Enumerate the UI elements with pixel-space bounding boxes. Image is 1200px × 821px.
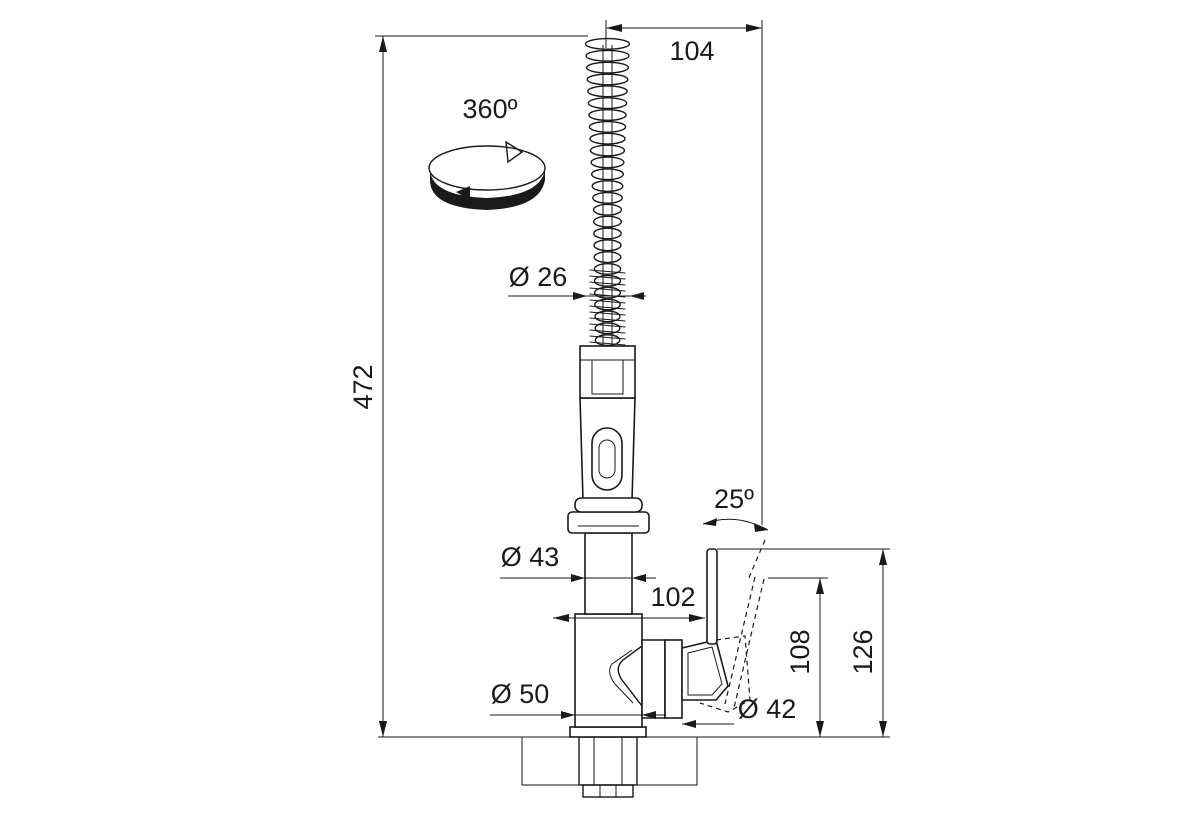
dim-lever-angle: 25º bbox=[702, 484, 769, 532]
dim-spring-diameter: Ø 26 bbox=[508, 262, 646, 300]
spring-dense-coil bbox=[589, 341, 626, 346]
mixer-body bbox=[574, 613, 729, 728]
dim-total-height: 472 bbox=[348, 35, 588, 737]
lever-tilted-outline bbox=[699, 539, 766, 713]
spring-loop bbox=[589, 144, 626, 157]
spring-dense-coil bbox=[589, 329, 626, 334]
spring-dense-coil bbox=[589, 275, 626, 280]
dim-hub-diameter-label: Ø 42 bbox=[738, 694, 797, 724]
spring-loop bbox=[594, 322, 621, 335]
spring-dense-coil bbox=[589, 323, 626, 328]
dim-spout-reach-label: 104 bbox=[669, 36, 714, 66]
spring-loop bbox=[593, 239, 622, 252]
spring-loop bbox=[584, 37, 631, 50]
spring-loop bbox=[592, 191, 623, 204]
spring-loop bbox=[592, 203, 623, 216]
spring-loop bbox=[590, 168, 625, 181]
spring-loop bbox=[593, 286, 622, 299]
rotation-icon: 360º bbox=[428, 94, 546, 210]
countertop-section bbox=[378, 736, 822, 786]
spring-loop bbox=[586, 73, 629, 86]
spring-loop bbox=[593, 215, 623, 228]
spring-loop bbox=[593, 227, 622, 240]
spring-loop bbox=[594, 298, 621, 311]
dim-column-diameter: Ø 43 bbox=[500, 542, 656, 582]
dim-lever-height-108: 108 bbox=[768, 577, 828, 737]
dim-base-diameter-label: Ø 50 bbox=[491, 679, 550, 709]
spring-loop bbox=[588, 108, 627, 122]
base-collar bbox=[569, 726, 647, 738]
spring-loop bbox=[591, 180, 624, 193]
dim-lever-angle-label: 25º bbox=[714, 484, 754, 514]
column bbox=[567, 511, 650, 615]
spring-dense-coil bbox=[589, 311, 626, 316]
dim-lever-reach: 102 bbox=[553, 582, 705, 622]
dim-column-diameter-label: Ø 43 bbox=[501, 542, 560, 572]
mixer-lever bbox=[706, 548, 718, 645]
spring-loop bbox=[594, 334, 621, 347]
spray-head bbox=[574, 345, 643, 513]
spring-coil[interactable] bbox=[584, 37, 631, 347]
spring-loop bbox=[593, 274, 622, 287]
spring-loop bbox=[593, 262, 622, 276]
spring-loop bbox=[585, 49, 630, 62]
dim-total-height-label: 472 bbox=[348, 364, 378, 409]
spring-dense-coil bbox=[589, 317, 626, 322]
spring-dense-coil bbox=[589, 281, 626, 286]
spring-loop bbox=[587, 97, 628, 110]
dim-lever-height-108-label: 108 bbox=[785, 629, 815, 674]
spring-dense-coil bbox=[589, 335, 626, 340]
dim-lever-reach-label: 102 bbox=[650, 582, 695, 612]
spring-dense-coil bbox=[589, 299, 626, 304]
spring-dense-coil bbox=[589, 269, 626, 274]
rotation-label: 360º bbox=[463, 94, 518, 124]
dim-spout-reach: 104 bbox=[605, 20, 763, 525]
dim-spring-diameter-label: Ø 26 bbox=[509, 262, 568, 292]
dim-lever-height-126-label: 126 bbox=[848, 629, 878, 674]
dim-lever-height-126: 126 bbox=[717, 548, 890, 738]
spring-dense-coil bbox=[589, 287, 626, 292]
spring-loop bbox=[587, 85, 628, 98]
spring-loop bbox=[589, 132, 626, 145]
mounting-shank bbox=[578, 736, 638, 798]
spring-loop bbox=[588, 120, 627, 133]
spring-loop bbox=[585, 61, 630, 74]
spring-dense-coil bbox=[589, 305, 626, 310]
spring-loop bbox=[593, 251, 622, 264]
dim-base-diameter: Ø 50 bbox=[490, 679, 666, 719]
dim-hub-diameter: Ø 42 bbox=[682, 694, 796, 728]
spring-loop bbox=[590, 156, 625, 169]
spring-loop bbox=[594, 310, 621, 323]
